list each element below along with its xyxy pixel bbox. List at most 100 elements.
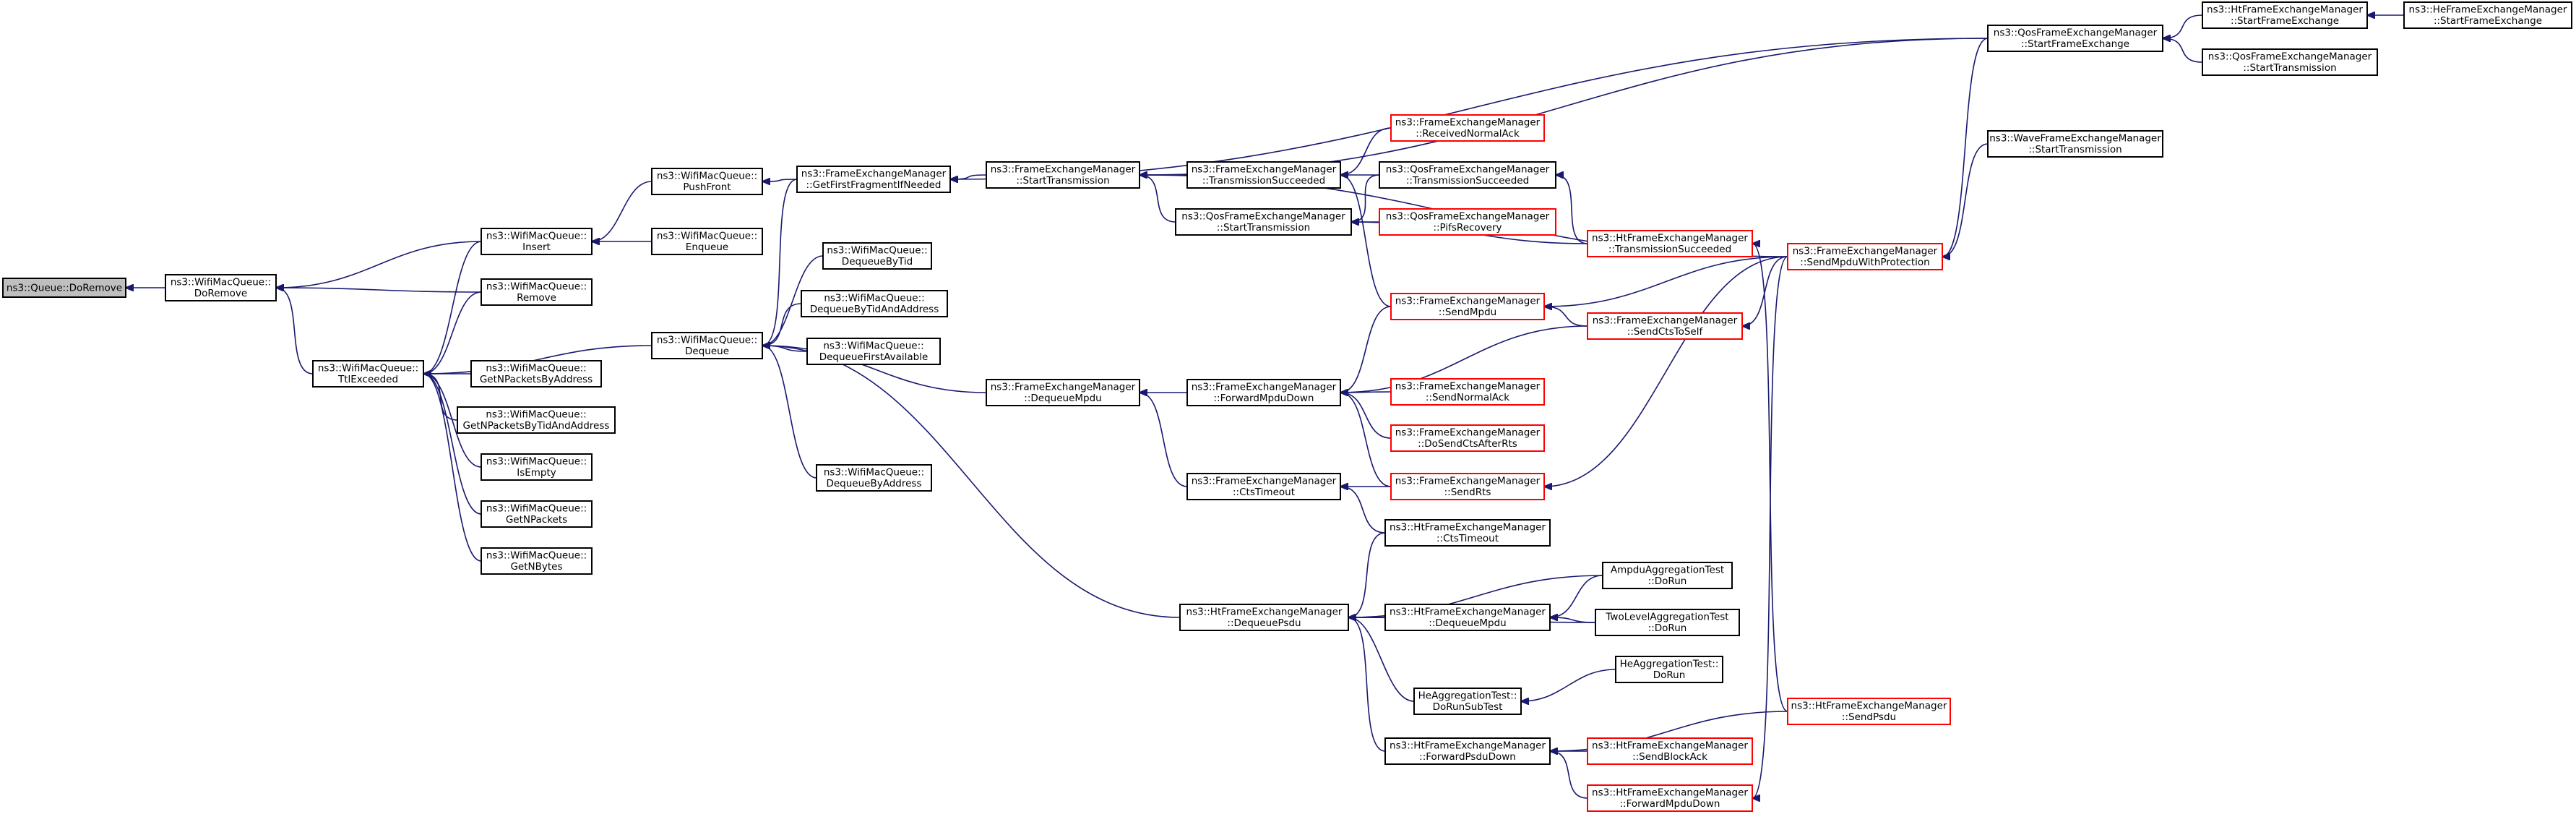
node-label-line: ns3::FrameExchangeManager: [1395, 427, 1541, 439]
node-fem_forwardmpdu[interactable]: ns3::FrameExchangeManager::ForwardMpduDo…: [1186, 379, 1341, 406]
node-box: [1186, 473, 1341, 500]
node-label-line: ns3::WifiMacQueue::: [657, 335, 757, 346]
node-ttlexceeded[interactable]: ns3::WifiMacQueue::TtlExceeded: [312, 360, 424, 388]
node-label-line: DequeueFirstAvailable: [819, 351, 929, 363]
node-insert[interactable]: ns3::WifiMacQueue::Insert: [481, 228, 593, 255]
node-wave_starttx[interactable]: ns3::WaveFrameExchangeManager::StartTran…: [1987, 130, 2163, 158]
node-fem_ctstimeout[interactable]: ns3::FrameExchangeManager::CtsTimeout: [1186, 473, 1341, 500]
node-he_dorun[interactable]: HeAggregationTest::DoRun: [1615, 656, 1723, 683]
node-dequeuebytidaddr[interactable]: ns3::WifiMacQueue::DequeueByTidAndAddres…: [801, 290, 948, 317]
node-fem_dosendcts[interactable]: ns3::FrameExchangeManager::DoSendCtsAfte…: [1390, 424, 1545, 452]
node-label-line: ::DequeueMpdu: [1429, 617, 1506, 629]
node-box: [1390, 473, 1545, 500]
edge-ht_startfe-to-qos_startfe: [2163, 14, 2203, 38]
edge-ht_sendpsdu-to-ht_txsucc: [1752, 244, 1788, 712]
node-box: [796, 166, 951, 193]
node-label-line: IsEmpty: [517, 467, 556, 479]
node-ht_sendblockack[interactable]: ns3::HtFrameExchangeManager::SendBlockAc…: [1587, 737, 1753, 765]
node-label-line: GetNPackets: [506, 514, 567, 526]
node-qos_starttx2[interactable]: ns3::QosFrameExchangeManager::StartTrans…: [2202, 48, 2378, 76]
node-ht_startfe[interactable]: ns3::HtFrameExchangeManager::StartFrameE…: [2202, 1, 2368, 29]
node-label-line: ns3::FrameExchangeManager: [1395, 117, 1541, 129]
node-label-line: DoRemove: [194, 288, 247, 299]
node-label-line: ns3::FrameExchangeManager: [1192, 382, 1337, 393]
node-box: [481, 228, 593, 255]
edge-pushfront-to-insert: [592, 181, 652, 241]
node-box: [806, 338, 941, 365]
node-pushfront[interactable]: ns3::WifiMacQueue::PushFront: [651, 168, 763, 195]
node-fem_recvnormalack[interactable]: ns3::FrameExchangeManager::ReceivedNorma…: [1390, 114, 1545, 142]
node-he_startfe[interactable]: ns3::HeFrameExchangeManager::StartFrameE…: [2403, 1, 2572, 29]
edge-ht_forwardpsdu-to-ht_dequeuepsdu: [1348, 617, 1386, 752]
node-ht_dequeuempdu[interactable]: ns3::HtFrameExchangeManager::DequeueMpdu: [1384, 604, 1551, 631]
edge-dequeuebyaddr-to-dequeue: [762, 346, 817, 479]
node-dequeuefirstavail[interactable]: ns3::WifiMacQueue::DequeueFirstAvailable: [806, 338, 941, 365]
node-getnpackets[interactable]: ns3::WifiMacQueue::GetNPackets: [481, 500, 593, 528]
node-ht_forwardmpdu[interactable]: ns3::HtFrameExchangeManager::ForwardMpdu…: [1587, 784, 1753, 812]
node-label-line: ns3::WifiMacQueue::: [486, 231, 587, 242]
node-fem_sendmpduprot[interactable]: ns3::FrameExchangeManager::SendMpduWithP…: [1787, 243, 1943, 270]
node-box: [481, 453, 593, 481]
node-fem_txsucc[interactable]: ns3::FrameExchangeManager::TransmissionS…: [1186, 161, 1341, 189]
node-dequeuebyaddr[interactable]: ns3::WifiMacQueue::DequeueByAddress: [816, 464, 932, 492]
node-label-line: GetNPacketsByAddress: [480, 374, 593, 385]
node-label-line: ::ForwardPsduDown: [1419, 751, 1516, 763]
node-label-line: ns3::WifiMacQueue::: [318, 363, 418, 374]
node-label-line: ns3::FrameExchangeManager: [1593, 315, 1738, 327]
node-box: [312, 360, 424, 388]
node-getnpbytid[interactable]: ns3::WifiMacQueue::GetNPacketsByTidAndAd…: [457, 406, 616, 434]
node-fem_sendnormalack[interactable]: ns3::FrameExchangeManager::SendNormalAck: [1390, 378, 1545, 406]
node-label-line: ::StartTransmission: [1016, 175, 1109, 187]
node-getnpbyaddr[interactable]: ns3::WifiMacQueue::GetNPacketsByAddress: [470, 360, 602, 388]
node-ht_ctstimeout[interactable]: ns3::HtFrameExchangeManager::CtsTimeout: [1384, 519, 1551, 547]
node-label-line: DoRunSubTest: [1433, 701, 1503, 713]
node-label-line: DequeueByAddress: [826, 478, 921, 489]
node-fem_starttx[interactable]: ns3::FrameExchangeManager::StartTransmis…: [986, 161, 1140, 189]
node-he_dorunsubtest[interactable]: HeAggregationTest::DoRunSubTest: [1413, 688, 1522, 715]
node-box: [481, 500, 593, 528]
node-label-line: ::ForwardMpduDown: [1214, 393, 1314, 404]
node-isempty[interactable]: ns3::WifiMacQueue::IsEmpty: [481, 453, 593, 481]
node-doremove_queue[interactable]: ns3::Queue::DoRemove: [2, 278, 126, 298]
node-qos_pifs[interactable]: ns3::QosFrameExchangeManager::PifsRecove…: [1379, 208, 1556, 236]
edge-dequeuebytid-to-dequeue: [762, 255, 824, 346]
edge-wave_starttx-to-fem_sendmpduprot: [1942, 143, 1989, 257]
edge-ht_txsucc-to-qos_txsucc: [1556, 175, 1588, 244]
node-ht_txsucc[interactable]: ns3::HtFrameExchangeManager::Transmissio…: [1587, 230, 1753, 257]
node-twolevel_dorun[interactable]: TwoLevelAggregationTest::DoRun: [1595, 609, 1740, 636]
node-box: [1186, 379, 1341, 406]
node-label-line: HeAggregationTest::: [1418, 690, 1517, 702]
node-qos_starttx[interactable]: ns3::QosFrameExchangeManager::StartTrans…: [1175, 208, 1352, 236]
node-box: [1413, 688, 1522, 715]
node-fem_dequeuempdu[interactable]: ns3::FrameExchangeManager::DequeueMpdu: [986, 379, 1140, 406]
node-fem_sendrts[interactable]: ns3::FrameExchangeManager::SendRts: [1390, 473, 1545, 500]
node-label-line: ns3::WifiMacQueue::: [486, 456, 587, 468]
edge-twolevel_dorun-to-ht_dequeuempdu: [1550, 617, 1596, 623]
node-dequeuebytid[interactable]: ns3::WifiMacQueue::DequeueByTid: [822, 242, 932, 270]
node-label-line: ns3::HtFrameExchangeManager: [1390, 522, 1546, 534]
node-fem_sendmpdu[interactable]: ns3::FrameExchangeManager::SendMpdu: [1390, 293, 1545, 320]
node-box: [1787, 698, 1951, 725]
node-box: [1602, 562, 1733, 589]
node-ht_dequeuepsdu[interactable]: ns3::HtFrameExchangeManager::DequeuePsdu: [1179, 604, 1349, 631]
node-box: [457, 406, 616, 434]
edge-fem_sendmpduprot-to-ht_forwardmpdu: [1752, 256, 1788, 798]
node-qos_txsucc[interactable]: ns3::QosFrameExchangeManager::Transmissi…: [1379, 161, 1556, 189]
node-dequeue[interactable]: ns3::WifiMacQueue::Dequeue: [651, 332, 763, 359]
node-ht_sendpsdu[interactable]: ns3::HtFrameExchangeManager::SendPsdu: [1787, 698, 1951, 725]
node-remove[interactable]: ns3::WifiMacQueue::Remove: [481, 278, 593, 306]
node-ampdu_dorun[interactable]: AmpduAggregationTest::DoRun: [1602, 562, 1733, 589]
node-label-line: ::StartFrameExchange: [2434, 15, 2542, 27]
node-box: [1987, 130, 2163, 158]
node-qos_startfe[interactable]: ns3::QosFrameExchangeManager::StartFrame…: [1987, 25, 2163, 52]
node-fem_sendctstoself[interactable]: ns3::FrameExchangeManager::SendCtsToSelf: [1587, 312, 1743, 340]
node-getfirstfrag[interactable]: ns3::FrameExchangeManager::GetFirstFragm…: [796, 166, 951, 193]
node-label-line: ::SendNormalAck: [1426, 392, 1509, 403]
node-ht_forwardpsdu[interactable]: ns3::HtFrameExchangeManager::ForwardPsdu…: [1384, 737, 1551, 765]
node-getnbytes[interactable]: ns3::WifiMacQueue::GetNBytes: [481, 547, 593, 575]
node-label-line: ::SendCtsToSelf: [1627, 326, 1704, 338]
node-label-line: ::SendPsdu: [1842, 711, 1896, 723]
node-doremove_wmq[interactable]: ns3::WifiMacQueue::DoRemove: [165, 274, 277, 301]
node-enqueue[interactable]: ns3::WifiMacQueue::Enqueue: [651, 228, 763, 255]
